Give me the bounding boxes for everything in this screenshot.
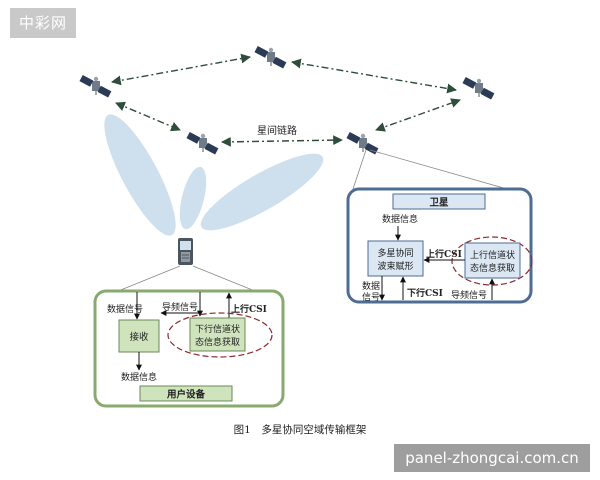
satellite-icon <box>78 74 112 99</box>
user-dashed-ellipse <box>167 312 273 358</box>
satellite-icon <box>185 131 219 156</box>
sat-to-box-left <box>351 149 367 193</box>
downlink-csi-block-line1: 下行信道状 <box>195 323 240 335</box>
downlink-csi-block-line2: 态信息获取 <box>195 336 240 348</box>
link-3 <box>115 101 181 132</box>
sat-data-signal-line2: 信号 <box>362 291 380 303</box>
uplink-csi-block-line1: 上行信道状 <box>470 249 515 261</box>
satellite-icon <box>253 45 287 70</box>
satellite-title: 卫星 <box>429 198 449 209</box>
watermark-top: 中彩网 <box>10 8 76 38</box>
uplink-csi-block-line2: 态信息获取 <box>470 262 515 274</box>
satellite-title-box <box>392 193 486 210</box>
beam-2 <box>179 166 207 230</box>
beams <box>104 114 324 236</box>
sat-uplink-csi-label: 上行CSI <box>426 248 462 260</box>
beamforming-line2: 波束赋形 <box>377 260 413 272</box>
beam-3 <box>200 153 324 231</box>
user-title: 用户设备 <box>166 389 206 401</box>
link-2 <box>291 58 457 94</box>
watermark-bottom: panel-zhongcai.com.cn <box>394 444 590 472</box>
figure-caption: 图1 多星协同空域传输框架 <box>234 423 367 436</box>
inter-satellite-link-label: 星间链路 <box>257 124 297 137</box>
phone-icon <box>178 238 193 265</box>
receive-block <box>118 319 160 353</box>
beam-1 <box>104 114 176 236</box>
user-data-signal: 数据信号 <box>107 303 143 315</box>
user-pilot-signal: 导频信号 <box>162 301 198 313</box>
sat-data-info: 数据信息 <box>382 213 418 225</box>
link-4 <box>221 135 343 147</box>
downlink-csi-block <box>189 317 246 352</box>
sat-downlink-csi-label: 下行CSI <box>407 287 443 299</box>
beamforming-line1: 多星协同 <box>377 247 413 259</box>
inter-satellite-links <box>111 53 461 147</box>
beamforming-block <box>367 240 424 277</box>
receive-label: 接收 <box>129 331 149 343</box>
sat-pilot-signal: 导频信号 <box>451 289 487 301</box>
satellite-box: 卫星 数据信息 多星协同 波束赋形 上行信道状 态信息获取 上行CSI 数据 信… <box>346 187 533 304</box>
user-box: 数据信号 导频信号 上行CSI 接收 下行信道状 态信息获取 数据信息 用户设备 <box>93 289 285 408</box>
satellite-icon <box>461 76 495 101</box>
user-data-info: 数据信息 <box>121 371 157 383</box>
user-uplink-csi-label: 上行CSI <box>231 303 267 315</box>
link-1 <box>111 53 251 86</box>
link-5 <box>375 98 461 132</box>
sat-data-signal-line1: 数据 <box>362 280 380 292</box>
user-title-box <box>139 385 233 402</box>
